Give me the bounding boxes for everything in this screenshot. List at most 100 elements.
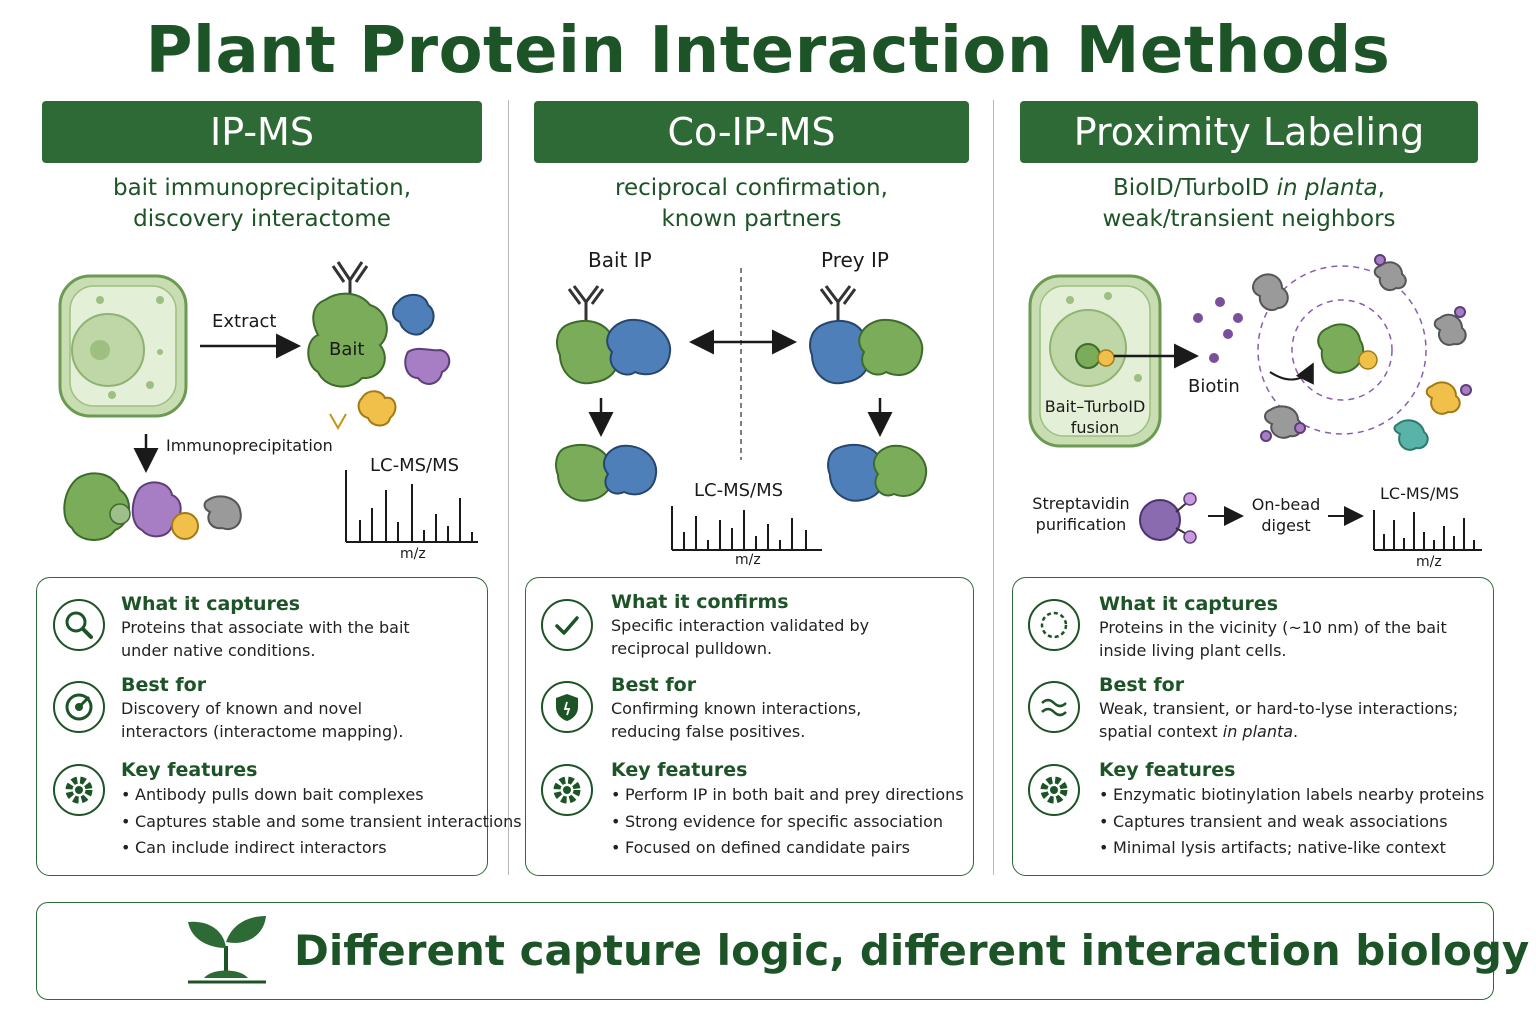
antibody-icon [331,261,369,298]
column-divider [993,100,994,875]
label-immunoprecipitation: Immunoprecipitation [166,436,333,455]
info-panel-proximity: What it captures Proteins in the vicinit… [1012,577,1494,876]
magnifier-icon [53,599,105,651]
subtitle-line: BioID/TurboID in planta, [1020,173,1478,204]
feature-bullet: Antibody pulls down bait complexes [121,782,522,809]
section-head: Best for [121,674,207,696]
section-key-features: Key features Antibody pulls down bait co… [121,758,522,862]
info-panel-co-ip-ms: What it confirms Specific interaction va… [525,577,974,876]
section-body: Confirming known interactions, [611,699,862,718]
section-body: inside living plant cells. [1099,641,1287,660]
subtitle-line: known partners [661,206,842,232]
label-line: Streptavidin [1032,494,1130,513]
dashed-circle-icon [1028,599,1080,651]
label-line: purification [1035,515,1127,534]
section-body: Proteins in the vicinity (~10 nm) of the… [1099,618,1447,637]
feature-bullet: Perform IP in both bait and prey directi… [611,782,964,809]
section-head: Best for [1099,674,1185,696]
feature-bullet: Focused on defined candidate pairs [611,835,964,862]
section-body: Specific interaction validated by [611,616,870,635]
neighbor-proteins [1252,254,1472,451]
subtitle-proximity: BioID/TurboID in planta, weak/transient … [1020,173,1478,235]
streptavidin-bead [1139,492,1197,544]
footer-banner [36,902,1494,1000]
feature-bullet: Minimal lysis artifacts; native-like con… [1099,835,1484,862]
section-key-features: Key features Perform IP in both bait and… [611,758,964,862]
bait-protein [307,292,388,388]
gear-icon [541,764,593,816]
diagram-layer [58,254,1482,551]
section-best-for: Best for Discovery of known and novel in… [121,673,403,743]
biotin-dots [1193,297,1243,363]
label-lcms: LC-MS/MS [694,480,784,501]
section-head: Key features [1099,759,1236,781]
subtitle-line: reciprocal confirmation, [615,175,888,201]
label-bait-ip: Bait IP [588,248,652,272]
subtitle-line: discovery interactome [133,206,391,232]
labeled-bait [1317,323,1378,374]
label-streptavidin: Streptavidin purification [1026,493,1136,535]
labeling-radius [1257,265,1427,435]
section-head: Best for [611,674,697,696]
result-complex-left [555,443,658,502]
page-title: Plant Protein Interaction Methods [145,14,1391,88]
section-body: Weak, transient, or hard-to-lyse interac… [1099,699,1459,718]
section-body: interactors (interactome mapping). [121,722,404,741]
label-extract: Extract [212,311,277,332]
check-icon [541,599,593,651]
section-body: reducing false positives. [611,722,806,741]
section-head: What it captures [121,593,301,615]
gear-icon [53,764,105,816]
label-mz: m/z [1416,554,1442,570]
subtitle-italic: in planta [1276,175,1378,201]
shield-icon [541,681,593,733]
plant-cell-diagram [58,274,188,418]
antibody-icon [567,285,605,320]
section-body: Proteins that associate with the bait [121,618,410,637]
header-ip-ms: IP-MS [42,101,482,163]
body-italic: in planta [1222,722,1294,741]
section-head: What it confirms [611,591,789,613]
label-bait: Bait [329,339,365,360]
label-mz: m/z [735,552,761,568]
ip-complex [63,472,242,541]
info-panel-ip-ms: What it captures Proteins that associate… [36,577,522,876]
result-complex-right [827,443,928,502]
section-body: under native conditions. [121,641,316,660]
section-what-it-confirms: What it confirms Specific interaction va… [611,590,869,660]
mass-spectrum [345,470,478,543]
subtitle-co-ip-ms: reciprocal confirmation, known partners [534,173,969,235]
label-line: On-bead [1251,495,1321,514]
section-head: What it captures [1099,593,1279,615]
body-part: spatial context [1099,722,1223,741]
label-line: digest [1261,516,1311,535]
subtitle-part: BioID/TurboID [1113,175,1277,201]
plant-cell-turboid [1028,274,1162,448]
label-line: Bait–TurboID [1044,397,1146,416]
subtitle-ip-ms: bait immunoprecipitation, discovery inte… [42,173,482,235]
biotin-to-bait-arrow [1269,362,1314,385]
label-on-bead-digest: On-bead digest [1246,494,1326,536]
label-lcms: LC-MS/MS [1380,484,1460,503]
label-line: fusion [1070,418,1120,437]
header-proximity-labeling: Proximity Labeling [1020,101,1478,163]
label-lcms: LC-MS/MS [370,455,460,476]
section-what-it-captures: What it captures Proteins that associate… [121,592,410,662]
feature-bullet: Strong evidence for specific association [611,809,964,836]
subtitle-line: bait immunoprecipitation, [112,175,412,201]
section-head: Key features [611,759,748,781]
footer-text: Different capture logic, different inter… [294,926,1530,975]
label-bait-turboid-fusion: Bait–TurboID fusion [1030,396,1160,438]
feature-bullet: Captures transient and weak associations [1099,809,1484,836]
prey-protein-blue [392,293,435,336]
mass-spectrum [671,506,822,551]
wave-icon [1028,681,1080,733]
section-head: Key features [121,759,258,781]
feature-bullet: Can include indirect interactors [121,835,522,862]
header-co-ip-ms: Co-IP-MS [534,101,969,163]
label-mz: m/z [400,546,426,562]
sprout-icon [188,916,266,984]
gear-icon [1028,764,1080,816]
subtitle-line: weak/transient neighbors [1102,206,1396,232]
label-biotin: Biotin [1188,376,1240,397]
